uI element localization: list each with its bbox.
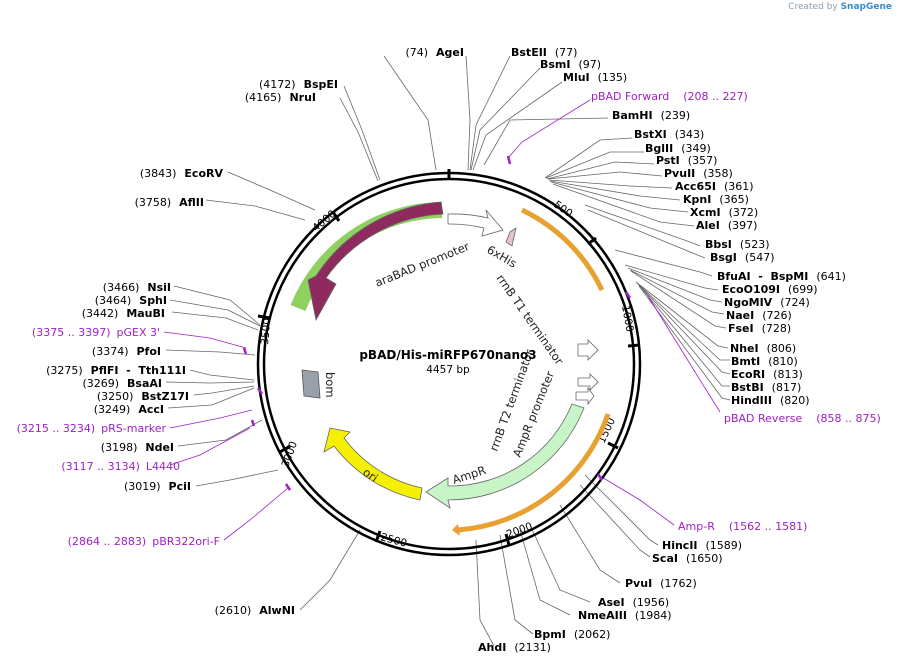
site-AlwNI: (2610)AlwNI [215, 604, 295, 617]
ori-feature [323, 427, 423, 501]
site-XcmI: XcmI(372) [690, 206, 758, 219]
site-BfuAI-BspMI: BfuAI - BspMI(641) [717, 270, 846, 283]
his6-feature [505, 227, 517, 247]
site-AgeI: (74)AgeI [405, 46, 464, 59]
site-Acc65I: Acc65I(361) [675, 180, 754, 193]
site-EcoRI: EcoRI(813) [731, 368, 803, 381]
primer-pBAD-Reverse: pBAD Reverse(858 .. 875) [724, 412, 881, 425]
orange-arc-ampr [457, 413, 611, 533]
orange-arc-top [520, 207, 605, 292]
site-SphI: (3464)SphI [95, 294, 167, 307]
primer-Amp-R: Amp-R(1562 .. 1581) [678, 520, 807, 533]
tick-label-1000: 1000 [619, 304, 635, 332]
site-NgoMIV: NgoMIV(724) [724, 296, 810, 309]
site-PfoI: (3374)PfoI [92, 345, 161, 358]
site-BstBI: BstBI(817) [731, 381, 801, 394]
site-AccI: (3249)AccI [94, 403, 164, 416]
site-BsmI: BsmI(97) [540, 58, 601, 71]
leader-lines [165, 55, 731, 647]
primer-L4440: (3117 .. 3134)L4440 [61, 460, 180, 473]
site-PflFI-Tth111I: (3275)PflFI - Tth111I [46, 364, 186, 377]
AmpR-promoter-feature [575, 386, 595, 406]
primer-leaders [163, 99, 721, 541]
primer-pBAD-Forward: pBAD Forward(208 .. 227) [591, 90, 748, 103]
rrnB-T2-feature [577, 373, 599, 391]
site-BbsI: BbsI(523) [705, 238, 770, 251]
AmpR-feature [425, 403, 585, 509]
primer-pBR322ori-F: (2864 .. 2883)pBR322ori-F [68, 535, 220, 548]
site-BsaAI: (3269)BsaAI [82, 377, 162, 390]
ticks [257, 169, 641, 546]
site-NsiI: (3466)NsiI [103, 281, 171, 294]
site-BpmI: BpmI(2062) [534, 628, 610, 641]
site-BstZ17I: (3250)BstZ17I [97, 390, 189, 403]
site-KpnI: KpnI(365) [683, 193, 749, 206]
bom-feature [301, 369, 321, 399]
site-AhdI: AhdI(2131) [478, 641, 551, 654]
site-BsgI: BsgI(547) [710, 251, 775, 264]
site-NaeI: NaeI(726) [726, 309, 792, 322]
site-AleI: AleI(397) [696, 219, 757, 232]
snapgene-brand: SnapGene [840, 2, 892, 12]
site-PvuI: PvuI(1762) [625, 577, 697, 590]
orange-arc-ampr-head [452, 524, 460, 536]
primer-marks [242, 155, 632, 491]
site-NdeI: (3198)NdeI [101, 441, 174, 454]
bom-label: bom [323, 372, 337, 398]
plasmid-length: 4457 bp [426, 364, 470, 376]
site-BamHI: BamHI(239) [612, 109, 690, 122]
site-ScaI: ScaI(1650) [652, 552, 723, 565]
rrnB-T1-feature [577, 339, 599, 361]
site-AseI: AseI(1956) [598, 596, 669, 609]
site-NmeAIII: NmeAIII(1984) [578, 609, 672, 622]
site-NheI: NheI(806) [730, 342, 796, 355]
site-EcoRV: (3843)EcoRV [140, 167, 224, 180]
site-HincII: HincII(1589) [662, 539, 742, 552]
site-NruI: (4165)NruI [245, 91, 316, 104]
site-PvuII: PvuII(358) [664, 167, 733, 180]
site-BstEII: BstEII(77) [511, 46, 577, 59]
site-EcoO109I: EcoO109I(699) [722, 283, 818, 296]
araBAD-promoter-feature [447, 209, 504, 237]
site-PstI: PstI(357) [656, 154, 717, 167]
sites-left: (74)AgeI (4172)BspEI (4165)NruI (3843)Ec… [46, 46, 464, 617]
site-MauBI: (3442)MauBI [82, 307, 165, 320]
araC-feature [307, 201, 444, 322]
araBAD-promoter-label: araBAD promoter [373, 239, 472, 290]
site-MluI: MluI(135) [563, 71, 627, 84]
site-PciI: (3019)PciI [124, 480, 191, 493]
site-FseI: FseI(728) [728, 322, 791, 335]
site-BmtI: BmtI(810) [731, 355, 798, 368]
site-HindIII: HindIII(820) [731, 394, 810, 407]
site-BglII: BglII(349) [645, 142, 711, 155]
primer-labels: pBAD Forward(208 .. 227) pBAD Reverse(85… [17, 90, 881, 548]
credit-text: Created by [788, 2, 838, 12]
site-BspEI: (4172)BspEI [259, 78, 338, 91]
site-BstXI: BstXI(343) [634, 128, 704, 141]
tick-label-3500: 3500 [259, 318, 273, 346]
his6-label: 6xHis [485, 242, 520, 270]
sites-right: BstEII(77) BsmI(97) MluI(135) BamHI(239)… [478, 46, 846, 654]
plasmid-name: pBAD/His-miRFP670nano3 [359, 348, 536, 362]
snapgene-credit: Created by SnapGene [788, 2, 892, 12]
primer-pGEX-3: (3375 .. 3397)pGEX 3' [32, 326, 160, 339]
primer-pRS-marker: (3215 .. 3234)pRS-marker [17, 422, 167, 435]
site-AflII: (3758)AflII [135, 196, 204, 209]
